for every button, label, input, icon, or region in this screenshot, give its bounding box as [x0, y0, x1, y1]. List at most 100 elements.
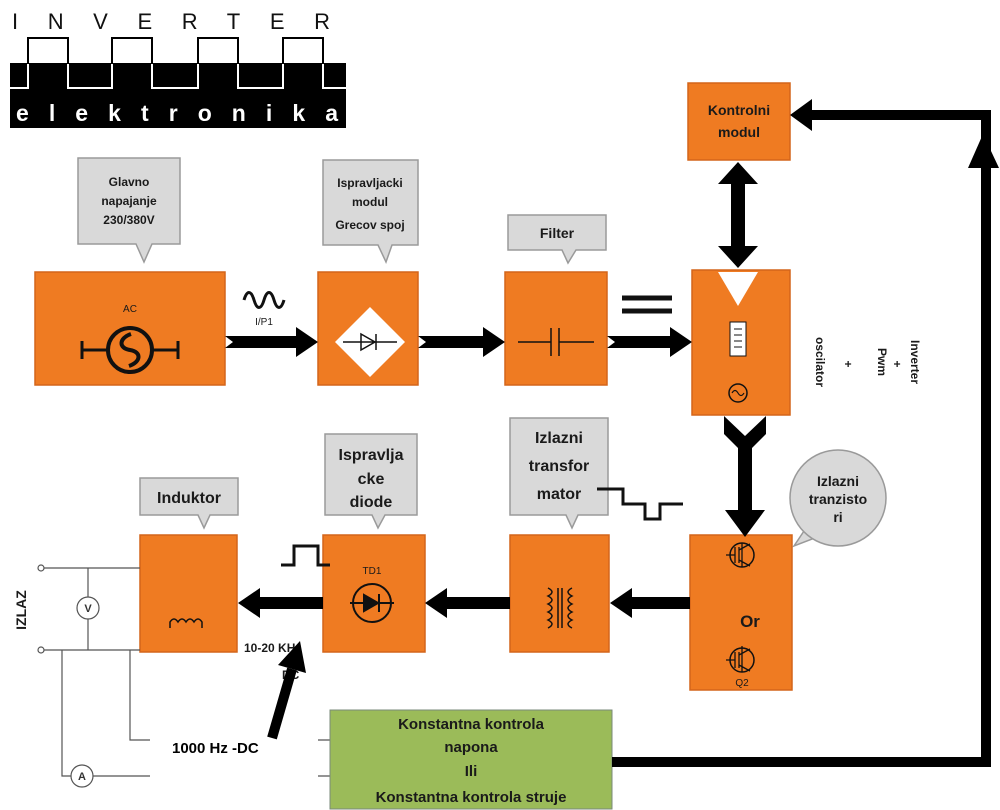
callout-diodes-line-3: diode: [350, 494, 393, 511]
ammeter-icon: [70, 764, 94, 788]
pointer-label-background: [150, 729, 318, 791]
block-ac-mains: AC: [34, 271, 226, 386]
inverter-triangle-icon: [718, 272, 758, 306]
input-label: I/P1: [255, 317, 273, 328]
output-terminal-positive: [37, 564, 45, 572]
inductor-coil-icon: [169, 618, 203, 628]
block-transformer-rect: [509, 534, 610, 653]
block-inverter: [691, 269, 791, 416]
control-module-line-2: modul: [718, 124, 760, 140]
arrow-rectifier-to-filter: [418, 327, 505, 357]
inverter-side-label: Inverter + Pwm + oscilator: [813, 337, 922, 387]
output-terminal-negative: [37, 646, 45, 654]
voltmeter-icon: [76, 596, 100, 620]
logo-wave-outline: [27, 37, 324, 64]
callout-transistors-line-3: ri: [833, 509, 842, 525]
ac-sine-icon: [119, 332, 141, 368]
transistor-q2-symbol: [726, 646, 751, 672]
logo: INVERTER elektronika: [10, 9, 346, 128]
feedback-loop-arrowhead-to-control: [790, 99, 812, 131]
block-output-diodes: TD1: [322, 534, 426, 653]
output-measurement-circuit: V A IZLAZ: [13, 564, 330, 788]
oscillator-sine-icon: [731, 389, 745, 397]
diode-designator: TD1: [363, 566, 382, 577]
block-output-transformer: [509, 534, 610, 653]
callout-inductor-shape: [139, 477, 239, 530]
modified-square-wave-icon: [597, 487, 683, 521]
logo-band: [10, 63, 346, 128]
callout-transistors-line-2: tranzisto: [809, 491, 867, 507]
callout-diodes-line-1: Ispravlja: [339, 447, 404, 464]
ac-leads: [80, 341, 180, 359]
arrow-inverter-to-transistors: [724, 416, 766, 537]
arrow-transformer-to-diodes: [425, 588, 510, 618]
pointer-arrow-shaft: [267, 667, 297, 740]
feedback-loop: [612, 99, 999, 767]
oscillator-icon: [728, 383, 748, 403]
transistor-q2-label: Q2: [735, 678, 749, 689]
callout-mains-line-1: Glavno: [109, 175, 150, 189]
voltmeter-label: V: [84, 603, 92, 615]
callout-rectifier-shape: [322, 159, 419, 264]
callout-transistors-line-1: Izlazni: [817, 473, 859, 489]
logo-band-wave: [10, 64, 346, 89]
control-module-line-1: Kontrolni: [708, 102, 770, 118]
callout-rectifier-line-1: Ispravljacki: [337, 176, 402, 190]
dc-equal-sign-icon: [622, 295, 672, 314]
transistor-or-label: Or: [740, 612, 760, 631]
block-output-transistors: Or Q2: [689, 534, 793, 691]
arrow-diodes-to-inductor: [238, 588, 323, 618]
callout-transformer-line-1: Izlazni: [535, 430, 583, 447]
transformer-coils-icon: [546, 587, 574, 629]
feedback-loop-line: [612, 110, 991, 767]
arrow-filter-to-inverter: [607, 327, 692, 357]
measurement-wires: [44, 567, 330, 777]
callout-transistors-shape: [789, 449, 887, 547]
callout-diodes-line-2: cke: [358, 471, 385, 488]
arrow-control-inverter-bidirectional: [718, 162, 758, 268]
callout-filter-shape: [507, 214, 607, 265]
callout-filter-line-1: Filter: [540, 225, 575, 241]
logo-top-text: INVERTER: [12, 9, 330, 34]
feedback-panel-rect: [329, 709, 613, 810]
pwm-chip-icon: [729, 321, 747, 357]
arrow-ac-to-rectifier: [225, 327, 318, 357]
callout-transformer-line-2: transfor: [529, 458, 589, 475]
pointer-arrow: [267, 641, 306, 740]
block-filter-rect: [504, 271, 608, 386]
callout-inductor: Induktor: [139, 477, 239, 530]
pulse-wave-icon: [281, 544, 330, 567]
callout-diodes-shape: [324, 433, 418, 530]
ac-label: AC: [123, 304, 137, 315]
diode-symbol-icon: [350, 593, 394, 613]
callout-transformer: Izlazni transfor mator: [509, 417, 609, 530]
pwm-chip-pins: [734, 328, 742, 348]
side-label-plus-1: +: [890, 360, 904, 367]
callout-diodes: Ispravlja cke diode: [324, 433, 418, 530]
block-diodes-rect: [322, 534, 426, 653]
ammeter-label: A: [78, 771, 86, 783]
callout-inductor-line-1: Induktor: [157, 490, 221, 507]
feedback-panel-line-1: Konstantna kontrola: [398, 716, 544, 733]
side-label-oscilator: oscilator: [813, 337, 827, 387]
callout-mains-line-3: 230/380V: [103, 213, 154, 227]
block-inductor-rect: [139, 534, 238, 653]
block-filter: [504, 271, 608, 386]
output-label: IZLAZ: [13, 590, 29, 630]
callout-mains-shape: [77, 157, 181, 264]
flow-arrows: [225, 162, 766, 618]
callout-transformer-line-3: mator: [537, 486, 581, 503]
callout-filter: Filter: [507, 214, 607, 265]
input-sine-wave-icon: [242, 291, 286, 309]
capacitor-icon: [518, 328, 594, 356]
block-control-module: Kontrolni modul: [687, 82, 791, 161]
callout-mains: Glavno napajanje 230/380V: [77, 157, 181, 264]
block-control-rect: [687, 82, 791, 161]
feedback-panel-line-2: napona: [444, 739, 498, 756]
arrow-transistors-to-transformer: [610, 588, 690, 618]
rectifier-diode-icon: [343, 332, 397, 352]
block-inductor: [139, 534, 238, 653]
feedback-loop-up-arrowhead: [968, 134, 999, 168]
